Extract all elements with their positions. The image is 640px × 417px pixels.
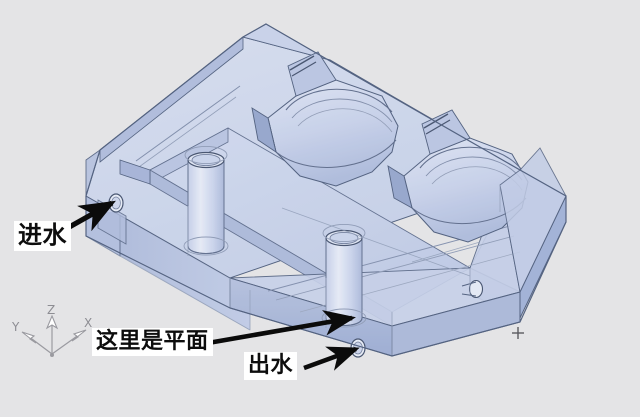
body-silhouette — [85, 23, 567, 357]
annotation-label-outlet: 出水 — [244, 352, 298, 381]
axis-triad — [21, 314, 87, 357]
left-inner-step — [119, 159, 151, 185]
right-side-port-hole — [461, 279, 484, 299]
deck-groove-line — [135, 85, 241, 162]
hidden-edges — [85, 185, 567, 356]
cylinder-boss-1 — [183, 145, 229, 256]
axis-z-arrowhead — [45, 314, 59, 330]
annotation-label-plane: 这里是平面 — [92, 328, 213, 357]
axis-x-label: X — [84, 316, 93, 330]
cad-solid-body[interactable] — [85, 23, 567, 358]
crosshair-cursor — [512, 327, 524, 339]
flange-groove-b — [275, 235, 515, 301]
axis-y-label: Y — [12, 320, 20, 334]
axis-x-line — [51, 333, 81, 355]
annotation-label-inlet: 进水 — [14, 221, 71, 252]
bearing-saddle-1 — [251, 51, 399, 187]
axis-x-arrowhead — [71, 329, 87, 342]
axis-y-arrowhead — [21, 331, 37, 344]
axis-y-line — [27, 335, 53, 355]
axis-origin-dot — [50, 353, 54, 357]
cylinder-boss-2 — [321, 223, 367, 328]
right-shoulder-block — [499, 147, 567, 294]
deck-groove-line-2 — [131, 96, 237, 173]
axis-z-label: Z — [47, 303, 56, 317]
arrow-plane — [207, 310, 356, 346]
arrow-outlet — [303, 346, 360, 371]
